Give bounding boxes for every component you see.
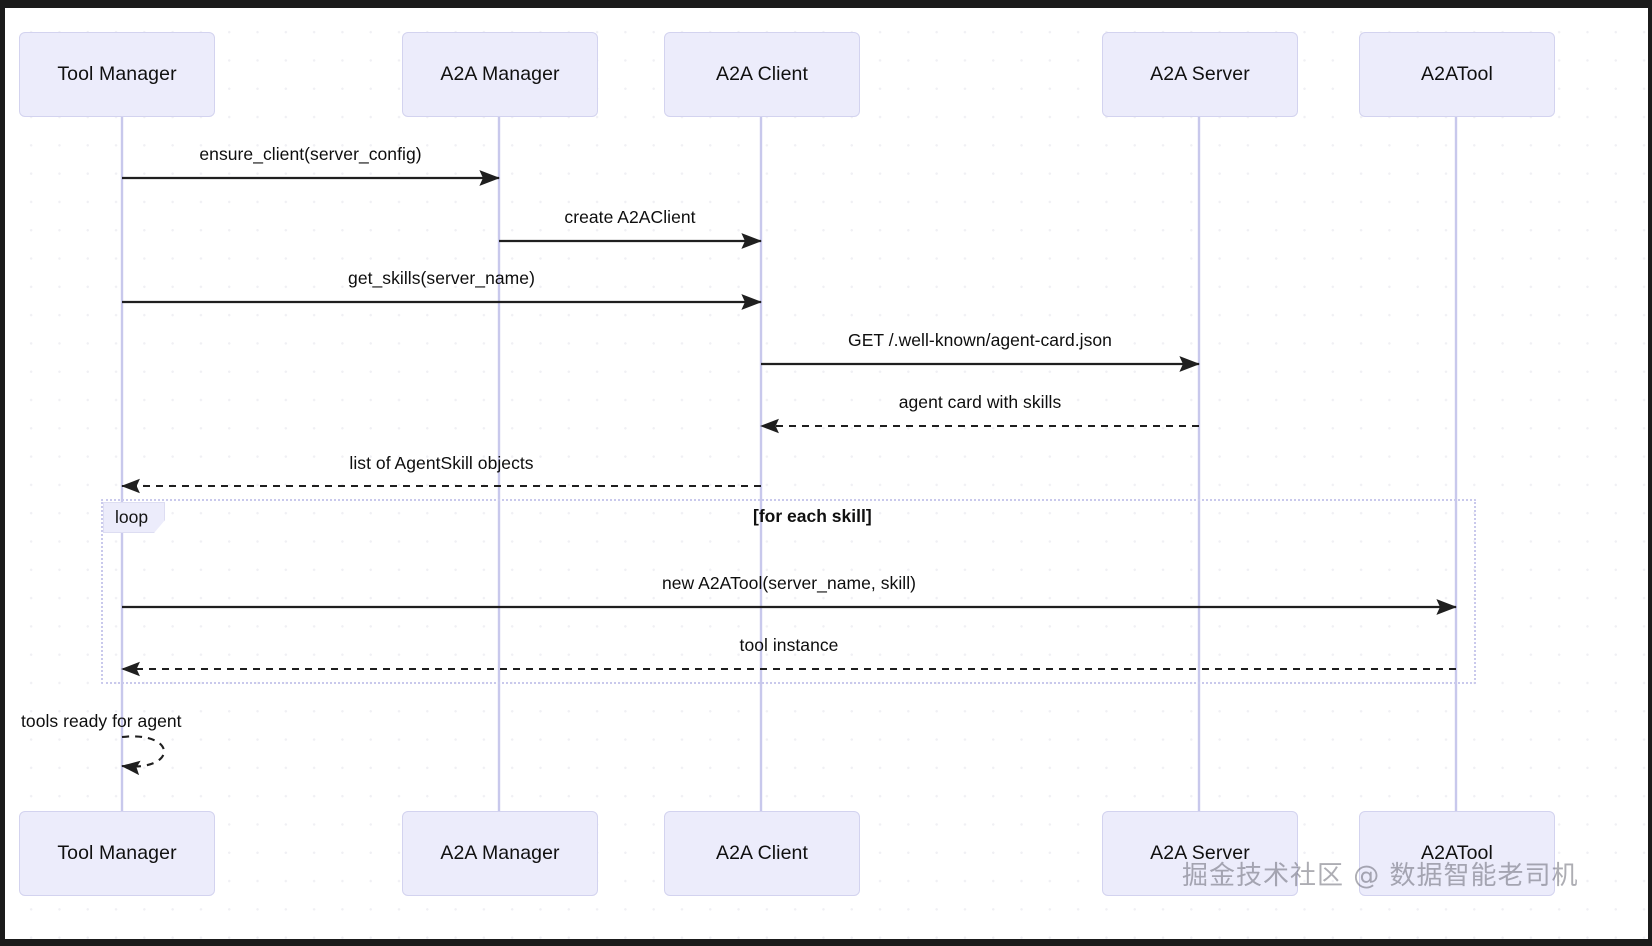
participant-a2a-client-top[interactable]: A2A Client [664, 32, 860, 117]
loop-fragment-box [101, 499, 1476, 684]
participant-label: A2A Manager [440, 842, 560, 864]
participant-label: A2A Manager [440, 63, 560, 85]
message-label-m3: get_skills(server_name) [348, 268, 535, 288]
participant-tool-manager-top[interactable]: Tool Manager [19, 32, 215, 117]
lifelines-group [120, 117, 1458, 811]
participant-a2a-client-bottom[interactable]: A2A Client [664, 811, 860, 896]
participant-a2a-server-top[interactable]: A2A Server [1102, 32, 1298, 117]
message-label-m8: tool instance [739, 635, 839, 655]
message-label-m4: GET /.well-known/agent-card.json [848, 330, 1112, 350]
participant-a2a-tool-top[interactable]: A2ATool [1359, 32, 1555, 117]
participant-a2a-manager-bottom[interactable]: A2A Manager [402, 811, 598, 896]
participant-label: A2A Server [1150, 842, 1250, 864]
loop-label: loop [103, 502, 166, 534]
self-message-arrow-m9 [121, 735, 165, 776]
participant-label: A2A Server [1150, 63, 1250, 85]
message-label-m7: new A2ATool(server_name, skill) [661, 573, 917, 593]
participant-a2a-server-bottom[interactable]: A2A Server [1102, 811, 1298, 896]
loop-condition-label: [for each skill] [753, 506, 872, 526]
message-label-m6: list of AgentSkill objects [349, 453, 534, 473]
message-label-m2: create A2AClient [564, 207, 696, 227]
participant-label: A2ATool [1421, 842, 1493, 864]
participant-a2a-tool-bottom[interactable]: A2ATool [1359, 811, 1555, 896]
participant-a2a-manager-top[interactable]: A2A Manager [402, 32, 598, 117]
participant-label: A2A Client [715, 63, 809, 85]
self-message-label: tools ready for agent [21, 711, 182, 731]
message-label-m5: agent card with skills [898, 392, 1062, 412]
participant-label: A2A Client [715, 842, 809, 864]
arrows-group [121, 170, 1458, 776]
participant-label: A2ATool [1421, 63, 1493, 85]
participant-label: Tool Manager [57, 63, 177, 85]
diagram-svg [120, 117, 1458, 811]
message-label-m1: ensure_client(server_config) [199, 144, 422, 164]
participant-label: Tool Manager [57, 842, 177, 864]
participant-tool-manager-bottom[interactable]: Tool Manager [19, 811, 215, 896]
